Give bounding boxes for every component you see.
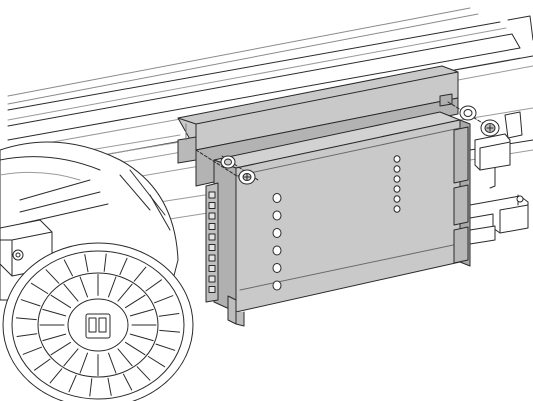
fan-slot-outer [119, 257, 128, 276]
fan-slot-outer [16, 333, 38, 337]
fan-slot-outer [123, 373, 133, 391]
led-indicator [272, 280, 282, 291]
fan-cover-slots [15, 253, 181, 397]
fan-slot-outer [15, 317, 37, 321]
fan-slot [129, 333, 154, 342]
terminal-pin [208, 202, 216, 209]
fan-slot [50, 294, 71, 309]
terminal-pin [208, 191, 216, 199]
fan-slot [42, 308, 67, 317]
led-indicator [272, 263, 282, 273]
terminal-pin [208, 223, 216, 230]
mounting-foot-right [469, 111, 529, 245]
motor [0, 141, 194, 401]
terminal-pin [208, 254, 216, 262]
terminal-pin [208, 286, 216, 293]
fan-slot-outer [20, 299, 41, 307]
led-indicator [393, 175, 401, 183]
terminal-pin [208, 212, 216, 220]
fan-slot [63, 283, 79, 302]
fan-slot-outer [158, 313, 180, 317]
fan-slot-outer [133, 266, 147, 282]
fan-slot-outer [107, 377, 112, 396]
fan-slot-outer [49, 368, 63, 384]
led-indicator [393, 185, 401, 193]
led-indicator [393, 155, 401, 163]
screw-right [480, 119, 500, 137]
fan-slot-outer [154, 295, 174, 304]
led-indicator [393, 195, 401, 203]
fan-slot-outer [34, 358, 51, 371]
led-indicator [272, 193, 282, 203]
fan-slot [125, 294, 146, 309]
fan-slot [108, 276, 117, 298]
fan-slot [50, 341, 71, 356]
fan-slot-outer [89, 378, 93, 397]
fan-slot [125, 341, 146, 356]
fan-slot [63, 348, 79, 367]
fan-slot-outer [84, 254, 89, 273]
screw-left-b [238, 169, 256, 185]
terminal-strip [205, 182, 219, 303]
fan-slot [108, 352, 117, 374]
fan-slot [129, 308, 154, 317]
terminal-pin [208, 244, 216, 251]
fan-slot-outer [45, 269, 60, 284]
led-column-right [393, 155, 401, 213]
fan-slot [117, 348, 133, 367]
washer-right [459, 105, 477, 121]
fan-slot-outer [30, 282, 49, 294]
fan-slot-outer [147, 356, 166, 368]
led-indicator [272, 210, 282, 221]
fan-slot-outer [103, 253, 107, 272]
led-indicator [272, 228, 282, 238]
terminal-pin [208, 233, 216, 241]
terminal-pin [208, 265, 216, 272]
led-indicator [393, 205, 401, 213]
led-column-left [272, 193, 282, 291]
terminal-pin [208, 275, 216, 283]
fan-slot [42, 333, 67, 342]
led-indicator [272, 245, 282, 256]
led-indicator [393, 165, 401, 173]
fan-slot-outer [22, 346, 42, 355]
fan-slot-outer [63, 259, 73, 277]
screw-left-a [220, 155, 236, 169]
fan-slot-outer [159, 329, 181, 333]
fan-slot [79, 276, 88, 298]
fan-slot [79, 352, 88, 374]
mounting-bracket [177, 65, 459, 187]
fan-slot-outer [145, 279, 162, 292]
fan-slot [117, 283, 133, 302]
fan-slot-outer [155, 343, 176, 351]
fan-slot-outer [136, 366, 151, 381]
fan-slot-outer [68, 374, 77, 393]
